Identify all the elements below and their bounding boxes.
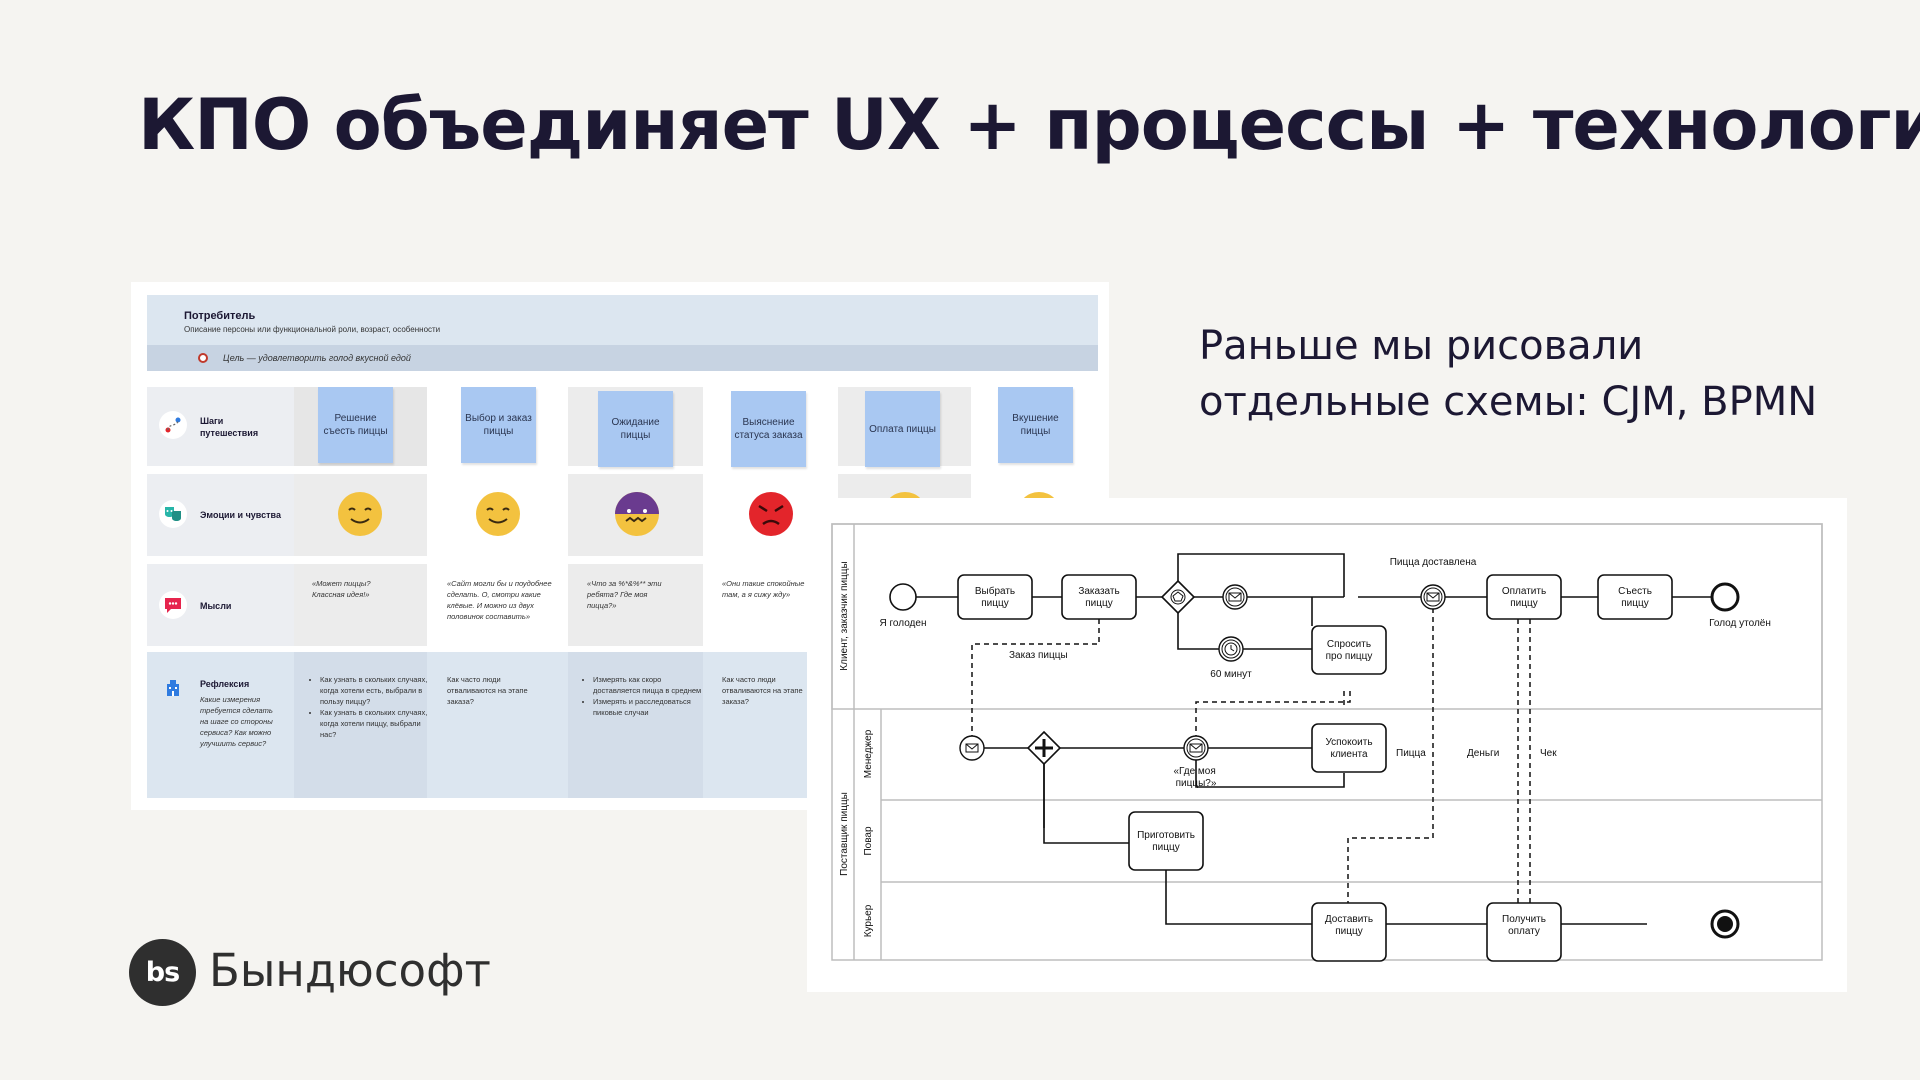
reflection-list: Как узнать в скольких случаях, когда хот… xyxy=(310,674,432,740)
thought-text: «Они такие спокойные там, а я сижу жду» xyxy=(722,579,805,599)
cjm-cell xyxy=(568,564,703,646)
thought-text: «Сайт могли бы и поудобнее сделать. О, с… xyxy=(447,579,552,621)
event-gateway-icon xyxy=(1160,579,1196,615)
slide-title: КПО объединяет UX + процессы + технологи… xyxy=(138,84,1920,166)
step-sticky: Оплата пиццы xyxy=(865,391,940,467)
step-sticky: Вкушение пиццы xyxy=(998,387,1073,463)
reflection-text: Как часто люди отваливаются на этапе зак… xyxy=(722,675,803,706)
lane-courier-label: Курьер xyxy=(863,904,874,937)
building-icon xyxy=(159,674,187,702)
smiling-face-icon xyxy=(338,492,382,536)
flow-label-pizza: Пицца xyxy=(1396,748,1426,759)
side-text-line-2: отдельные схемы: CJM, BPMN xyxy=(1199,379,1818,425)
cjm-row-steps: Шаги путешествия Решение съесть пиццы Вы… xyxy=(147,387,1098,467)
message-event-icon xyxy=(1420,584,1446,610)
step-sticky: Выяснение статуса заказа xyxy=(731,391,806,467)
task-calm-client xyxy=(1311,723,1387,773)
worried-face-icon xyxy=(615,492,659,536)
reflection-description: Какие измерения требуется сделать на шаг… xyxy=(200,695,273,748)
start-event-label: Я голоден xyxy=(880,618,927,629)
end-event-label: Голод утолён xyxy=(1709,618,1771,629)
reflection-list: Измерять как скоро доставляется пицца в … xyxy=(583,674,705,718)
cjm-row-label: Эмоции и чувства xyxy=(200,510,281,520)
target-icon xyxy=(198,353,208,363)
reflection-item: Как узнать в скольких случаях, когда хот… xyxy=(320,674,432,707)
reflection-text: Как часто люди отваливаются на этапе зак… xyxy=(447,675,528,706)
lane-cook-label: Повар xyxy=(863,826,874,856)
task-choose-pizza xyxy=(957,574,1033,620)
pool-supplier-label: Поставщик пиццы xyxy=(839,792,850,876)
task-receive-payment xyxy=(1486,902,1562,962)
task-cook-pizza xyxy=(1128,811,1204,871)
theater-masks-icon xyxy=(159,500,187,528)
angry-face-icon xyxy=(749,492,793,536)
timer-event-icon xyxy=(1218,636,1244,662)
reflection-item: Измерять как скоро доставляется пицца в … xyxy=(593,674,705,696)
cjm-persona-title: Потребитель xyxy=(184,310,256,322)
cjm-cell xyxy=(568,652,703,798)
pool-client-label: Клиент, заказчик пиццы xyxy=(839,561,850,670)
logo-mark: bs xyxy=(129,939,196,1006)
cjm-row-label: Мысли xyxy=(200,601,232,611)
step-sticky: Решение съесть пиццы xyxy=(318,387,393,463)
cjm-row-label: Шаги путешествия xyxy=(200,416,259,438)
cjm-cell xyxy=(294,652,427,798)
end-event xyxy=(1710,582,1740,612)
task-eat-pizza xyxy=(1597,574,1673,620)
end-event-fill xyxy=(1717,916,1733,932)
where-pizza-label: «Где моя пиццы?» xyxy=(1173,766,1218,789)
lane-manager-label: Менеджер xyxy=(863,729,874,778)
logo-text: Бындюсофт xyxy=(209,944,491,997)
message-event-icon xyxy=(1222,584,1248,610)
cjm-cell xyxy=(294,564,427,646)
side-text: Раньше мы рисовали отдельные схемы: CJM,… xyxy=(1199,318,1859,430)
side-text-line-1: Раньше мы рисовали xyxy=(1199,323,1644,369)
task-ask-about-pizza xyxy=(1311,625,1387,675)
flow-label-receipt: Чек xyxy=(1540,748,1557,759)
timer-label: 60 минут xyxy=(1210,669,1252,680)
parallel-gateway-icon xyxy=(1026,730,1062,766)
bpmn-diagram: Клиент, заказчик пиццы Поставщик пиццы М… xyxy=(807,498,1847,992)
task-order-pizza xyxy=(1061,574,1137,620)
pool-client xyxy=(831,523,1823,710)
cjm-goal-bar xyxy=(147,345,1098,371)
cjm-row-label: Рефлексия xyxy=(200,679,250,689)
cjm-persona-header xyxy=(147,295,1098,345)
thought-text: «Может пиццы? Классная идея!» xyxy=(312,579,371,599)
thought-text: «Что за %*&%** эти ребята? Где моя пицца… xyxy=(587,579,662,610)
reflection-item: Как узнать в скольких случаях, когда хот… xyxy=(320,707,432,740)
reflection-item: Измерять и расследоваться пиковые случаи xyxy=(593,696,705,718)
bpmn-canvas: Клиент, заказчик пиццы Поставщик пиццы М… xyxy=(831,523,1823,962)
cjm-cell xyxy=(427,564,568,646)
flow-label-money: Деньги xyxy=(1467,748,1499,759)
smiling-face-icon xyxy=(476,492,520,536)
flow-label-order: Заказ пиццы xyxy=(1009,650,1068,661)
task-pay-pizza xyxy=(1486,574,1562,620)
pizza-delivered-label: Пицца доставлена xyxy=(1390,557,1477,568)
task-deliver-pizza xyxy=(1311,902,1387,962)
step-sticky: Выбор и заказ пиццы xyxy=(461,387,536,463)
message-start-event-icon xyxy=(959,735,985,761)
speech-bubble-icon xyxy=(159,591,187,619)
cjm-persona-subtitle: Описание персоны или функциональной роли… xyxy=(184,325,441,334)
start-event xyxy=(889,583,917,611)
cjm-goal-text: Цель — удовлетворить голод вкусной едой xyxy=(223,353,411,363)
step-sticky: Ожидание пиццы xyxy=(598,391,673,467)
message-event-icon xyxy=(1183,735,1209,761)
map-route-icon xyxy=(159,411,187,439)
